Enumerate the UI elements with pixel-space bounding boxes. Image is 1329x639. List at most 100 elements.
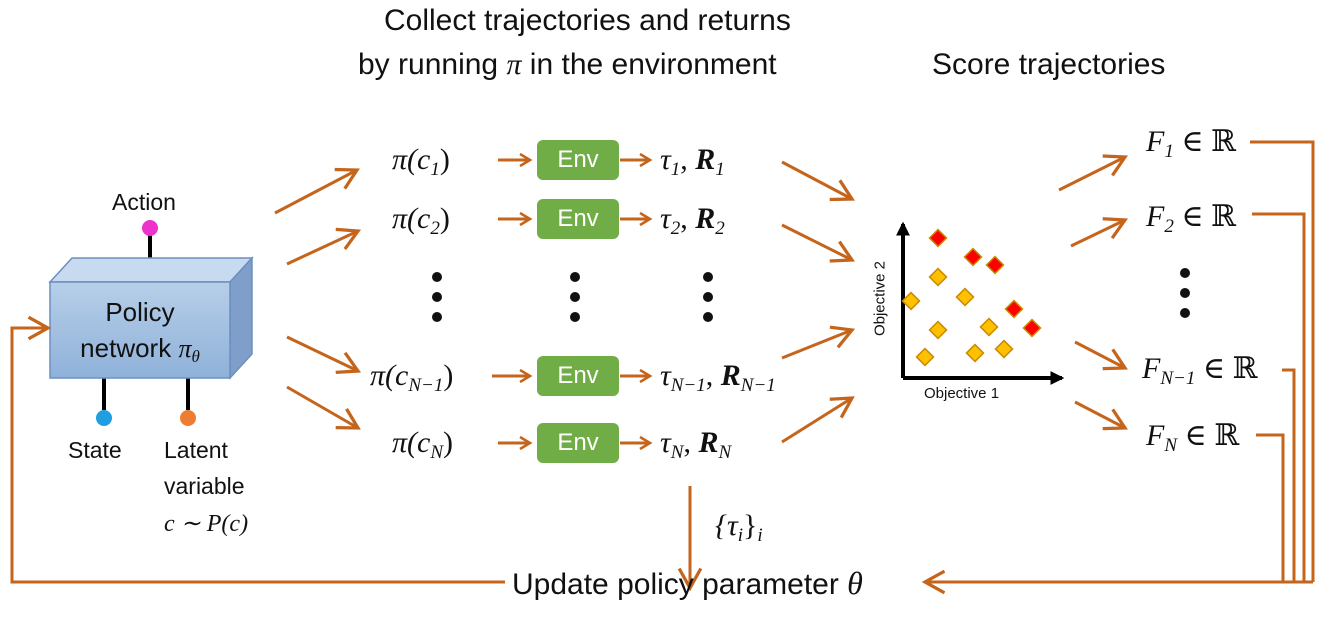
dominated-point: [928, 267, 948, 287]
fanout-arrows: [274, 167, 362, 430]
score-suffix: ∈ ℝ: [1177, 419, 1240, 452]
policy-box-line1: Policy: [105, 297, 175, 327]
action-label: Action: [112, 189, 176, 215]
dominated-point: [928, 320, 948, 340]
state-label: State: [68, 437, 122, 463]
traj-tau: τ: [660, 359, 671, 392]
policy-pi: πθ: [178, 334, 200, 366]
pareto-point: [963, 247, 983, 267]
traj-tau: τ: [660, 202, 671, 235]
collect-caption-line1: Collect trajectories and returns: [384, 4, 791, 37]
pareto-point: [1004, 299, 1024, 319]
dominated-point: [901, 291, 921, 311]
policy-pi-symbol: π: [178, 334, 192, 363]
traj-comma: ,: [683, 426, 699, 459]
score-caption: Score trajectories: [932, 48, 1166, 81]
env-box-n-minus-1: Env: [537, 356, 619, 396]
return-sub: N: [718, 442, 732, 463]
pi-sub: N: [430, 442, 444, 463]
pi-row-2: π(c2): [392, 201, 450, 239]
score-sub: N−1: [1160, 368, 1196, 389]
score-f: F: [1146, 125, 1165, 158]
env-box-n: Env: [537, 423, 619, 463]
pi-row-n: π(cN): [392, 425, 454, 463]
return-sub: N−1: [740, 375, 776, 396]
traj-sub: 1: [670, 159, 681, 180]
score-f: F: [1146, 419, 1165, 452]
state-pin: [96, 410, 112, 426]
latent-pin: [180, 410, 196, 426]
score-n-minus-1: FN−1 ∈ ℝ: [1142, 351, 1258, 389]
score-sub: 2: [1164, 216, 1174, 237]
pareto-point: [985, 255, 1005, 275]
dominated-point: [965, 343, 985, 363]
traj-comma: ,: [680, 202, 696, 235]
return-symbol: R: [695, 143, 716, 176]
score-1: F1 ∈ ℝ: [1146, 124, 1236, 162]
score-sub: N: [1164, 435, 1178, 456]
traj-row-1: τ1, R1: [660, 142, 725, 180]
latent-label-line1: Latent: [164, 437, 228, 463]
dominated-point: [994, 339, 1014, 359]
objective-plot: [896, 221, 1065, 385]
traj-comma: ,: [705, 359, 721, 392]
traj-row-2: τ2, R2: [660, 201, 725, 239]
traj-row-n: τN, RN: [660, 425, 732, 463]
pi-row-1: π(c1): [392, 142, 450, 180]
tau-set-label: {τi}i: [715, 508, 763, 546]
pi-sub: 2: [430, 218, 440, 239]
traj-sub: 2: [670, 218, 681, 239]
pi-label: π(c: [392, 143, 431, 176]
pi-close: ): [443, 426, 454, 459]
feedback-lines: [921, 140, 1315, 595]
score-suffix: ∈ ℝ: [1195, 352, 1258, 385]
pi-sub: N−1: [408, 375, 444, 396]
collect-caption-prefix: by running: [358, 48, 507, 81]
score-n: FN ∈ ℝ: [1146, 418, 1240, 456]
policy-box-prefix: network: [80, 333, 179, 363]
policy-box-line2: network πθ: [50, 330, 230, 375]
pi-sub: 1: [430, 159, 440, 180]
plot-ylabel: Objective 2: [871, 260, 889, 337]
traj-tau: τ: [660, 426, 671, 459]
pi-label: π(c: [392, 202, 431, 235]
score-arrows: [1058, 154, 1129, 431]
latent-formula: c ∼ P(c): [164, 511, 249, 537]
traj-tau: τ: [660, 143, 671, 176]
policy-pi-sub: θ: [191, 347, 200, 366]
pi-close: ): [439, 143, 450, 176]
pareto-point: [928, 228, 948, 248]
row-arrows: [492, 160, 650, 443]
traj-sub: N: [670, 442, 684, 463]
plot-xlabel: Objective 1: [924, 385, 1000, 402]
pi-row-n-minus-1: π(cN−1): [370, 358, 454, 396]
tau-set-close: }: [743, 509, 758, 542]
dominated-point: [979, 317, 999, 337]
action-pin: [142, 220, 158, 236]
pi-close: ): [439, 202, 450, 235]
return-symbol: R: [695, 202, 716, 235]
dominated-point: [955, 287, 975, 307]
collect-caption-suffix: in the environment: [521, 48, 777, 81]
return-sub: 1: [715, 159, 725, 180]
theta-symbol: θ: [847, 565, 863, 601]
score-f: F: [1142, 352, 1161, 385]
traj-row-n-minus-1: τN−1, RN−1: [660, 358, 776, 396]
pareto-point: [1022, 318, 1042, 338]
score-sub: 1: [1164, 141, 1174, 162]
converge-arrows: [781, 160, 856, 444]
score-suffix: ∈ ℝ: [1173, 200, 1236, 233]
policy-network-box: [48, 256, 254, 380]
policy-box-text: Policy network πθ: [50, 282, 230, 378]
pi-close: ): [443, 359, 454, 392]
return-sub: 2: [715, 218, 725, 239]
traj-sub: N−1: [670, 375, 706, 396]
tau-set-sub: i: [737, 525, 744, 546]
tau-set-body: {τ: [715, 509, 738, 542]
return-symbol: R: [720, 359, 741, 392]
return-symbol: R: [698, 426, 719, 459]
score-suffix: ∈ ℝ: [1173, 125, 1236, 158]
pi-label: π(c: [370, 359, 409, 392]
score-f: F: [1146, 200, 1165, 233]
